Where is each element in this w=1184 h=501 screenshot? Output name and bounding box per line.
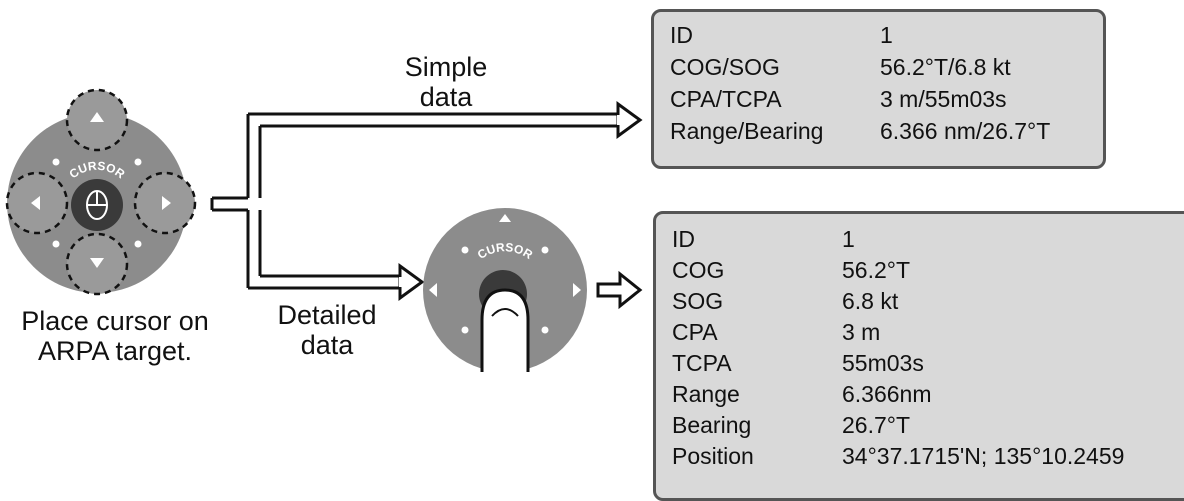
detailed-row-value: 6.8 kt (842, 288, 899, 314)
branch-connector (210, 112, 618, 290)
right-arrow-icon (162, 196, 171, 210)
down-arrow-icon (90, 258, 104, 268)
simple-row-value: 3 m/55m03s (880, 86, 1007, 112)
simple-row-key: ID (670, 22, 693, 48)
cursor-pad-right: CURSOR (423, 208, 587, 384)
detailed-row-key: ID (672, 226, 695, 252)
detailed-row-value: 34°37.1715'N; 135°10.2459 (842, 443, 1125, 469)
detailed-row-key: CPA (672, 319, 718, 345)
detailed-row-key: Position (672, 443, 754, 469)
detailed-row-key: SOG (672, 288, 724, 314)
right-arrow-icon (573, 283, 581, 297)
detailed-data-panel: ID 1 COG 56.2°T SOG 6.8 kt CPA 3 m TCPA … (653, 211, 1184, 501)
cursor-pad-label: CURSOR (475, 240, 535, 262)
detailed-row-key: COG (672, 257, 725, 283)
simple-row-value: 1 (880, 22, 893, 48)
simple-row-key: CPA/TCPA (670, 86, 782, 112)
up-arrow-icon (499, 214, 511, 222)
detailed-row-key: TCPA (672, 350, 732, 376)
finger-icon (480, 288, 530, 376)
detailed-row-value: 1 (842, 226, 855, 252)
detailed-row-key: Bearing (672, 412, 752, 438)
arrow-to-detailed-panel (596, 270, 643, 310)
detailed-row-key: Range (672, 381, 740, 407)
detailed-row-value: 6.366nm (842, 381, 932, 407)
cursor-pad-label: CURSOR (67, 159, 128, 182)
left-arrow-icon (31, 196, 40, 210)
detailed-row-value: 55m03s (842, 350, 924, 376)
arrowhead-detailed (398, 263, 425, 301)
cursor-pad-left: CURSOR (5, 88, 197, 296)
detailed-row-value: 3 m (842, 319, 881, 345)
simple-row-key: Range/Bearing (670, 118, 824, 144)
up-arrow-icon (90, 112, 104, 122)
simple-row-key: COG/SOG (670, 54, 780, 80)
simple-data-panel: ID 1 COG/SOG 56.2°T/6.8 kt CPA/TCPA 3 m/… (651, 9, 1106, 169)
simple-row-value: 56.2°T/6.8 kt (880, 54, 1011, 80)
detailed-row-value: 56.2°T (842, 257, 911, 283)
arrowhead-simple (616, 101, 643, 139)
detailed-row-value: 26.7°T (842, 412, 911, 438)
simple-row-value: 6.366 nm/26.7°T (880, 118, 1051, 144)
diagram-graphics: CURSOR CURSOR (5, 88, 643, 384)
left-arrow-icon (429, 283, 437, 297)
